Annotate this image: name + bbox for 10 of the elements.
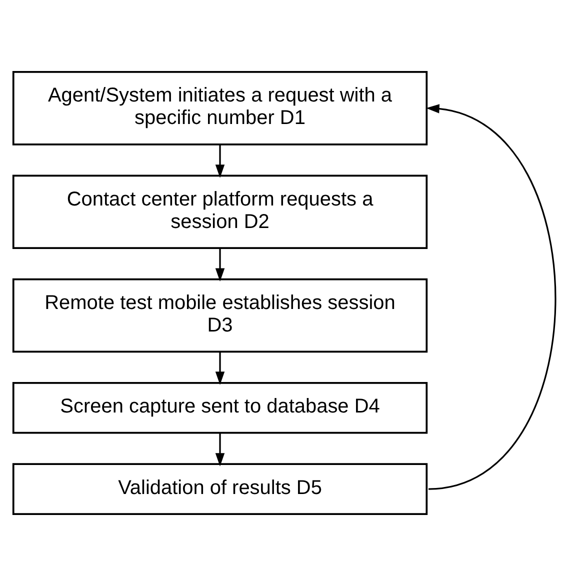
arrow (215, 352, 225, 385)
arrow (426, 104, 556, 490)
arrow (215, 433, 225, 466)
node-box: Validation of results D5 (12, 463, 428, 515)
arrow (215, 144, 225, 178)
node-box: Remote test mobile establishes session D3 (12, 278, 428, 353)
node-box: Contact center platform requests a session D2 (12, 174, 428, 249)
arrow (215, 248, 225, 282)
node-box: Screen capture sent to database D4 (12, 382, 428, 434)
node-box: Agent/System initiates a request with a specific number D1 (12, 71, 428, 146)
